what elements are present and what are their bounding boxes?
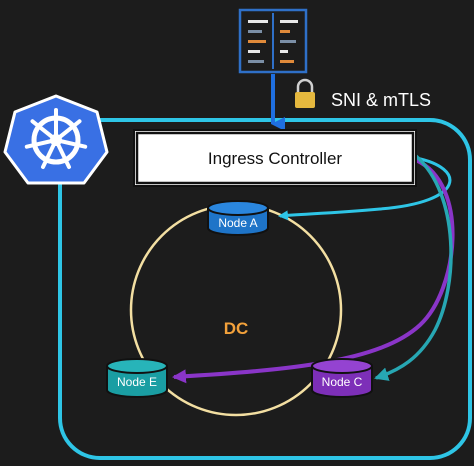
ingress-controller-label: Ingress Controller [208,149,343,168]
node-e-label: Node E [117,375,157,389]
route-arrow-node-c [374,154,453,381]
node-c: Node C [311,358,373,398]
node-a-label: Node A [218,216,257,230]
dc-label: DC [224,319,249,338]
tls-label: SNI & mTLS [331,90,431,110]
route-arrow-node-a [278,156,452,221]
ingress-controller-box: Ingress Controller [133,129,417,187]
lock-icon [295,78,315,108]
route-arrow-node-e [172,158,455,384]
node-a: Node A [207,200,269,236]
cluster-boundary [58,118,472,460]
kubernetes-helm-icon [3,94,109,185]
node-e: Node E [106,358,168,398]
document-config-icon [238,8,308,74]
node-c-label: Node C [322,375,363,389]
